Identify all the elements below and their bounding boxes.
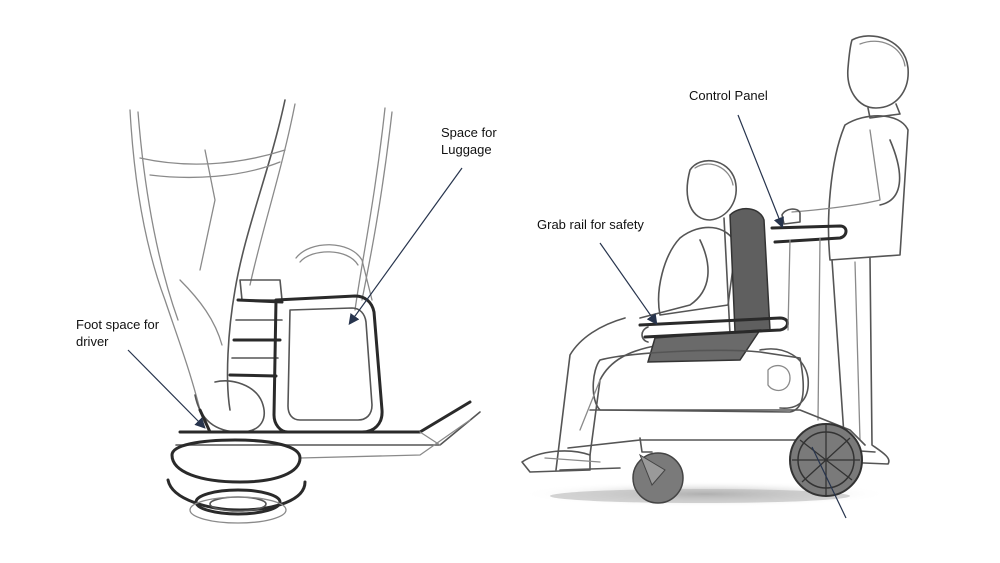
attendant-head	[847, 35, 909, 109]
left-sketch-vehicle-rear	[129, 99, 481, 524]
seat-back	[729, 208, 771, 333]
seated-person-head	[686, 159, 737, 221]
right-sketch-wheelchair	[520, 35, 909, 507]
label-luggage: Space for Luggage	[441, 125, 497, 157]
label-control-panel: Control Panel	[689, 88, 768, 103]
arrow-foot-space	[127, 349, 206, 429]
attendant-body	[827, 115, 909, 261]
arrow-grab-rail	[599, 242, 658, 325]
arrow-rear-wheel	[811, 446, 847, 519]
label-grab-rail: Grab rail for safety	[537, 217, 644, 232]
label-foot-space: Foot space for driver	[76, 317, 160, 349]
arrow-control-panel	[737, 114, 784, 229]
arrow-luggage	[348, 167, 463, 325]
annotation-arrows	[127, 114, 847, 519]
joystick	[781, 208, 801, 225]
